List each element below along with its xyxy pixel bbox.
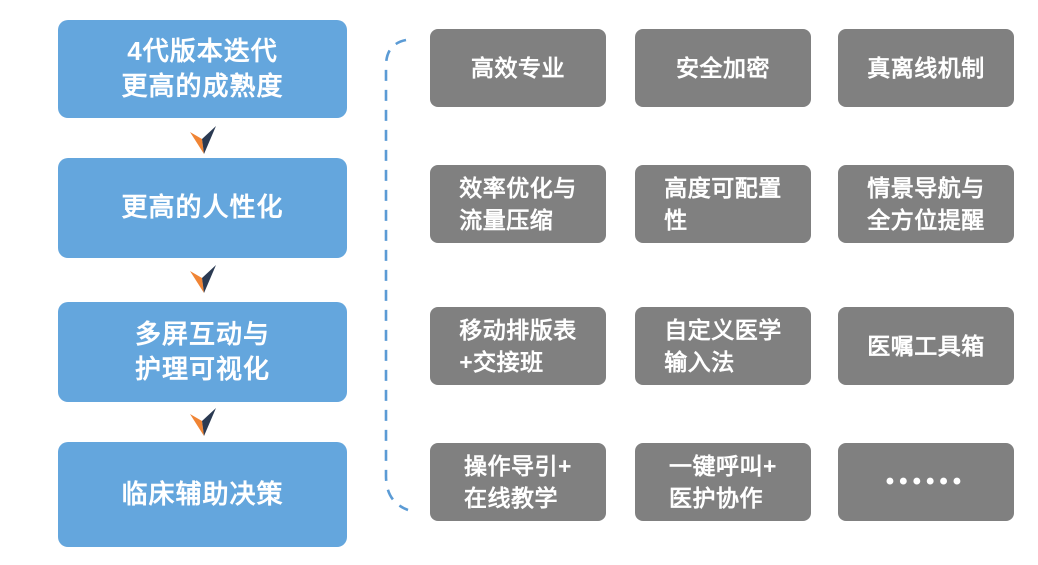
down-arrow-icon: [190, 265, 216, 293]
bracket-path: [384, 38, 409, 512]
arrow-right-half: [202, 265, 216, 293]
down-arrow-icon: [190, 126, 216, 154]
feature-box: 效率优化与 流量压缩: [430, 165, 606, 243]
feature-label: 效率优化与 流量压缩: [459, 174, 577, 233]
ellipsis-dots: ••••••: [885, 468, 967, 496]
feature-label: 自定义医学 输入法: [664, 316, 782, 375]
feature-label: 高效专业: [471, 54, 565, 81]
down-arrow-icon: [190, 408, 216, 436]
feature-box: 真离线机制: [838, 29, 1014, 107]
feature-label: 操作导引+ 在线教学: [464, 452, 572, 511]
stage-label: 临床辅助决策: [121, 478, 284, 509]
stage-label: 多屏互动与 护理可视化: [134, 318, 270, 384]
feature-label: 医嘱工具箱: [867, 332, 985, 359]
stage-box-clinical-decision: 临床辅助决策: [58, 442, 347, 547]
feature-box: 操作导引+ 在线教学: [430, 443, 606, 521]
stage-box-version-iteration: 4代版本迭代 更高的成熟度: [58, 20, 347, 118]
feature-box: 情景导航与 全方位提醒: [838, 165, 1014, 243]
stage-box-multiscreen: 多屏互动与 护理可视化: [58, 302, 347, 402]
stage-label: 更高的人性化: [121, 192, 284, 223]
arrow-left-half: [190, 132, 204, 154]
feature-label: 移动排版表 +交接班: [459, 316, 577, 375]
feature-box: 高度可配置 性: [635, 165, 811, 243]
feature-box: 移动排版表 +交接班: [430, 307, 606, 385]
arrow-right-half: [202, 408, 216, 436]
arrow-left-half: [190, 271, 204, 293]
feature-label: 真离线机制: [867, 54, 985, 81]
stage-label: 4代版本迭代 更高的成熟度: [121, 35, 284, 101]
feature-box: 自定义医学 输入法: [635, 307, 811, 385]
dashed-bracket-line: [384, 38, 409, 512]
feature-box: 一键呼叫+ 医护协作: [635, 443, 811, 521]
feature-box: 高效专业: [430, 29, 606, 107]
feature-label: 安全加密: [676, 54, 770, 81]
feature-box: 医嘱工具箱: [838, 307, 1014, 385]
feature-box: 安全加密: [635, 29, 811, 107]
feature-label: 情景导航与 全方位提醒: [867, 174, 985, 233]
stage-box-humanization: 更高的人性化: [58, 158, 347, 258]
arrow-right-half: [202, 126, 216, 154]
feature-label: 一键呼叫+ 医护协作: [669, 452, 777, 511]
arrow-left-half: [190, 414, 204, 436]
feature-box-ellipsis: ••••••: [838, 443, 1014, 521]
feature-label: 高度可配置 性: [664, 174, 782, 233]
